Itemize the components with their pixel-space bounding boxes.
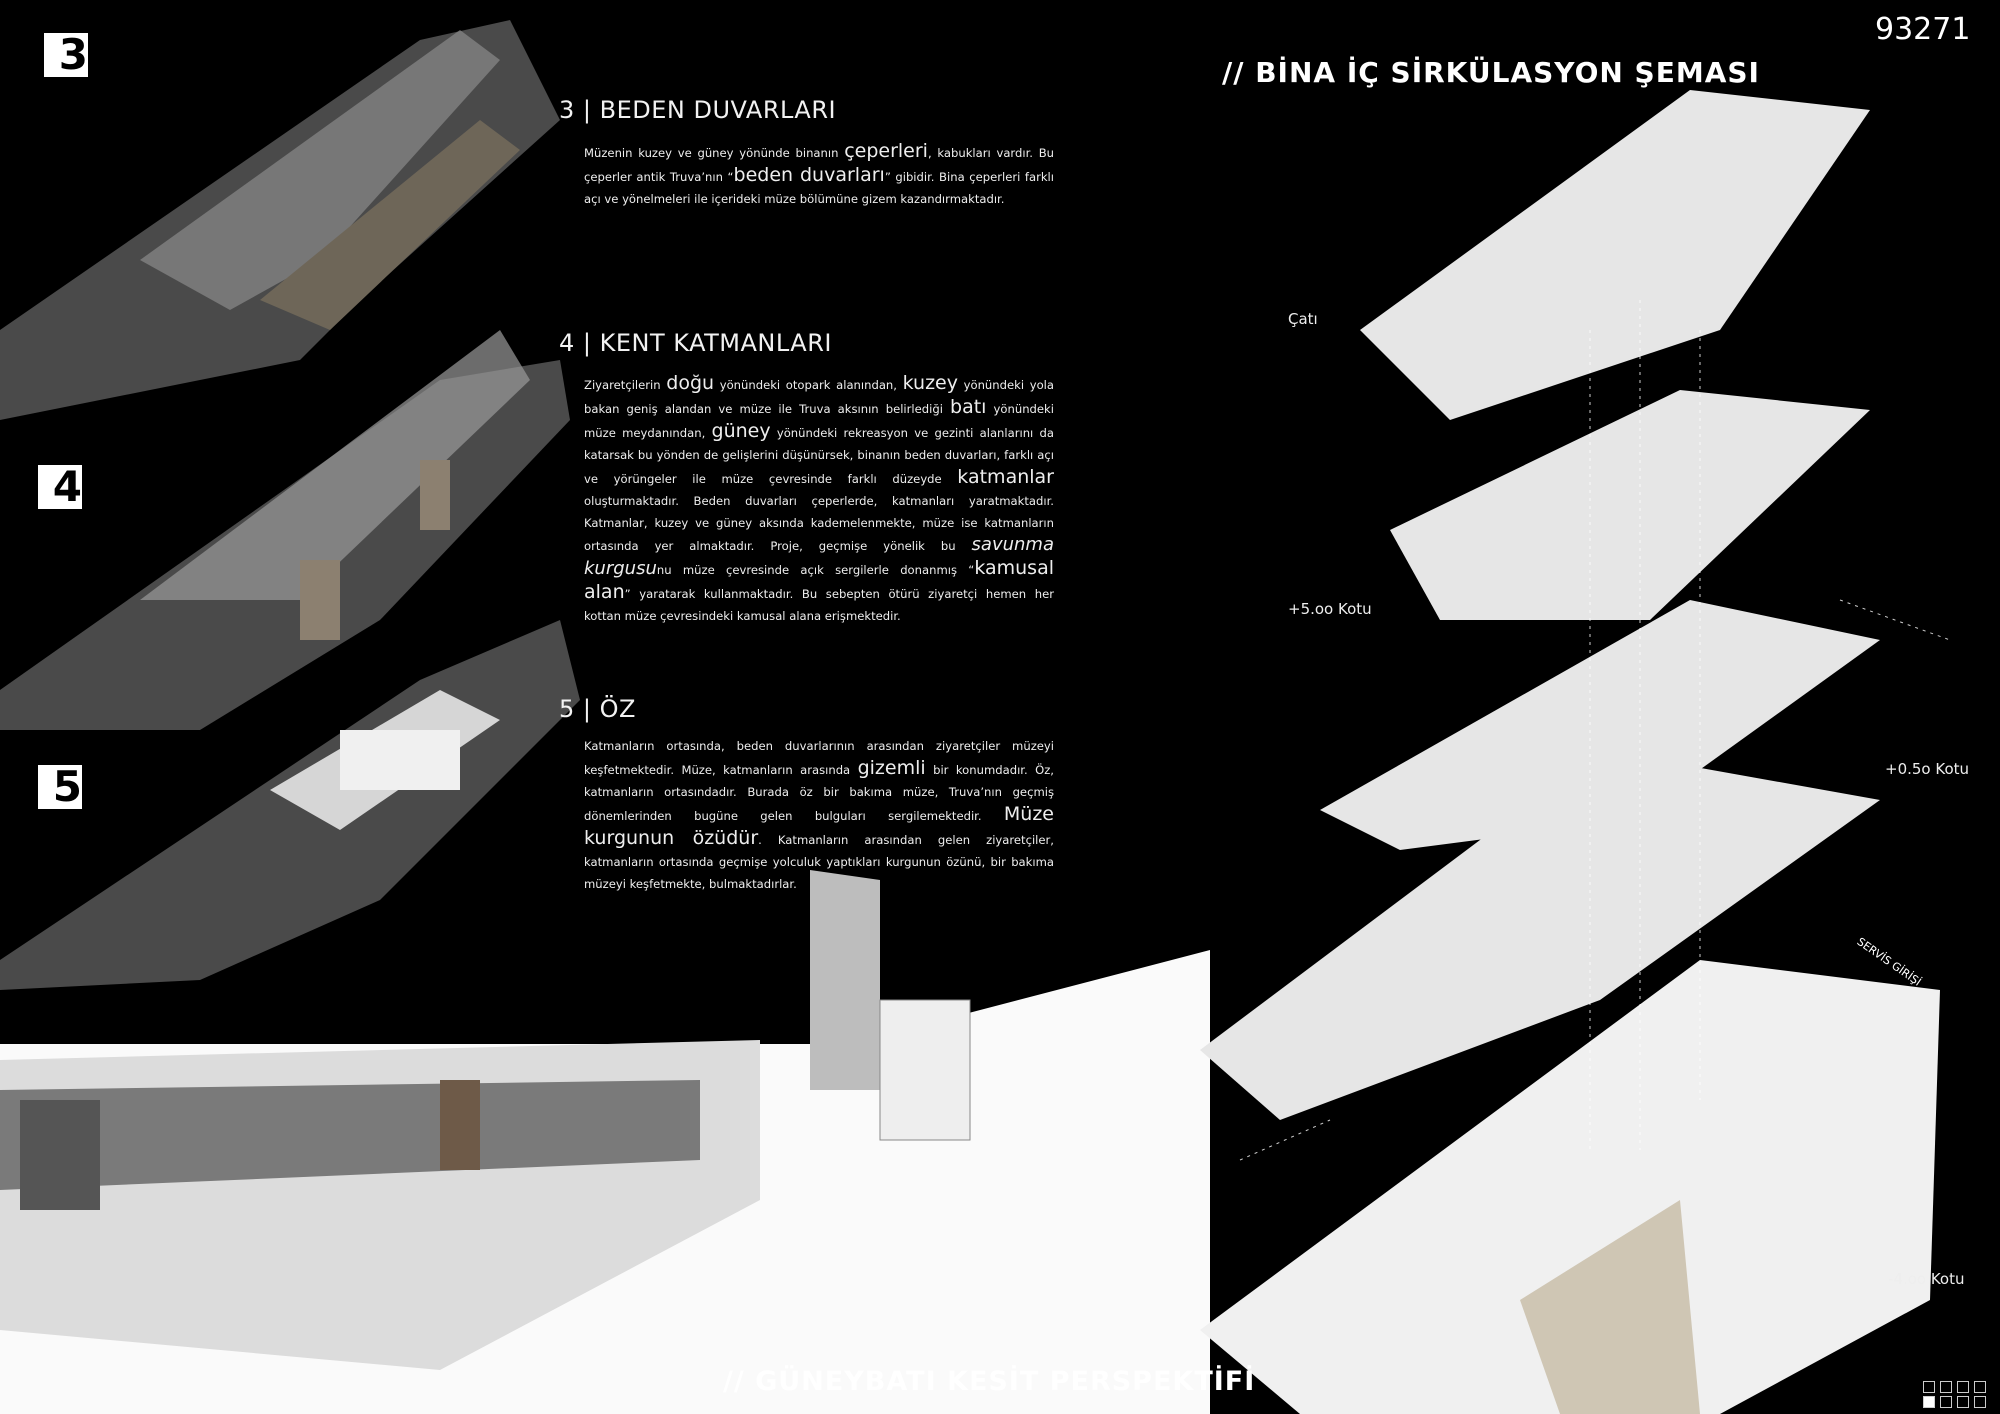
- section-perspective-title: // GÜNEYBATI KESİT PERSPEKTİFİ: [723, 1366, 1256, 1397]
- project-number: 93271: [1875, 12, 1971, 47]
- emphasis-text: batı: [950, 396, 987, 418]
- paragraph-text: yönündeki rekreasyon ve gezinti alanları…: [584, 426, 1054, 486]
- level-label-plus-0-5: +0.5o Kotu: [1885, 760, 1970, 778]
- section-badge-4: 4: [38, 465, 82, 509]
- paragraph-text: bir konumdadır. Öz, katmanların ortasınd…: [584, 763, 1054, 823]
- render-oz: [0, 620, 580, 990]
- sheet-box: [1974, 1381, 1986, 1393]
- sheet-box: [1940, 1396, 1952, 1408]
- section-badge-3: 3: [44, 33, 88, 77]
- paragraph-text: , kabukları vardır. Bu çeperler antik Tr…: [584, 146, 1054, 184]
- circulation-lines: [1239, 300, 1951, 1161]
- section-badge-5: 5: [38, 765, 82, 809]
- sheet-box: [1957, 1381, 1969, 1393]
- render-kent-katmanlari: [0, 330, 570, 730]
- section-perspective: [0, 870, 1210, 1414]
- emphasis-text: çeperleri: [844, 140, 928, 162]
- paragraph-text: yönündeki müze meydanından,: [584, 402, 1054, 440]
- emphasis-text: beden duvarları: [733, 164, 885, 186]
- paragraph-text: Katmanların ortasında, beden duvarlarını…: [584, 739, 1054, 777]
- sheet-box: [1957, 1396, 1969, 1408]
- sheet-indicator: [1923, 1381, 1988, 1408]
- emphasis-text: doğu: [666, 372, 715, 394]
- paragraph-text: . Katmanların arasından gelen ziyaretçil…: [584, 833, 1054, 891]
- paragraph-beden-duvarlari: Müzenin kuzey ve güney yönünde binanın ç…: [584, 140, 1054, 210]
- emphasis-text: katmanlar: [957, 466, 1054, 488]
- paragraph-text: ” gibidir. Bina çeperleri farklı açı ve …: [584, 170, 1054, 206]
- heading-kent-katmanlari: 4 | KENT KATMANLARI: [559, 329, 832, 357]
- emphasis-text: kamusal alan: [584, 557, 1054, 603]
- paragraph-text: Ziyaretçilerin: [584, 378, 667, 392]
- sheet-box-current: [1923, 1396, 1935, 1408]
- sheet-box: [1974, 1396, 1986, 1408]
- heading-oz: 5 | ÖZ: [559, 695, 636, 723]
- paragraph-text: yönündeki yola bakan geniş alandan ve mü…: [584, 378, 1054, 416]
- render-beden-duvarlari: [0, 20, 560, 420]
- sheet-box: [1923, 1381, 1935, 1393]
- paragraph-oz: Katmanların ortasında, beden duvarlarını…: [584, 735, 1054, 895]
- emphasis-text: savunma kurgusu: [584, 534, 1054, 579]
- level-label-roof: Çatı: [1288, 310, 1318, 328]
- emphasis-text: Müze kurgunun özüdür: [584, 803, 1054, 849]
- emphasis-text: kuzey: [902, 372, 958, 394]
- emphasis-text: gizemli: [857, 757, 926, 779]
- paragraph-kent-katmanlari: Ziyaretçilerin doğu yönündeki otopark al…: [584, 372, 1054, 627]
- sheet-box: [1940, 1381, 1952, 1393]
- paragraph-text: yönündeki otopark alanından,: [714, 378, 903, 392]
- paragraph-text: nu müze çevresinde açık sergilerle donan…: [656, 563, 975, 577]
- circulation-diagram: [1200, 90, 1940, 1414]
- circulation-title: // BİNA İÇ SİRKÜLASYON ŞEMASI: [1222, 56, 1760, 89]
- level-label-plus-5: +5.oo Kotu: [1288, 600, 1372, 618]
- paragraph-text: Müzenin kuzey ve güney yönünde binanın: [584, 146, 845, 160]
- level-label-minus-4: -4.oo Kotu: [1888, 1270, 1965, 1288]
- paragraph-text: ” yaratarak kullanmaktadır. Bu sebepten …: [584, 587, 1054, 623]
- emphasis-text: güney: [711, 420, 771, 442]
- heading-beden-duvarlari: 3 | BEDEN DUVARLARI: [559, 96, 837, 124]
- paragraph-text: oluşturmaktadır. Beden duvarları çeperle…: [584, 494, 1054, 553]
